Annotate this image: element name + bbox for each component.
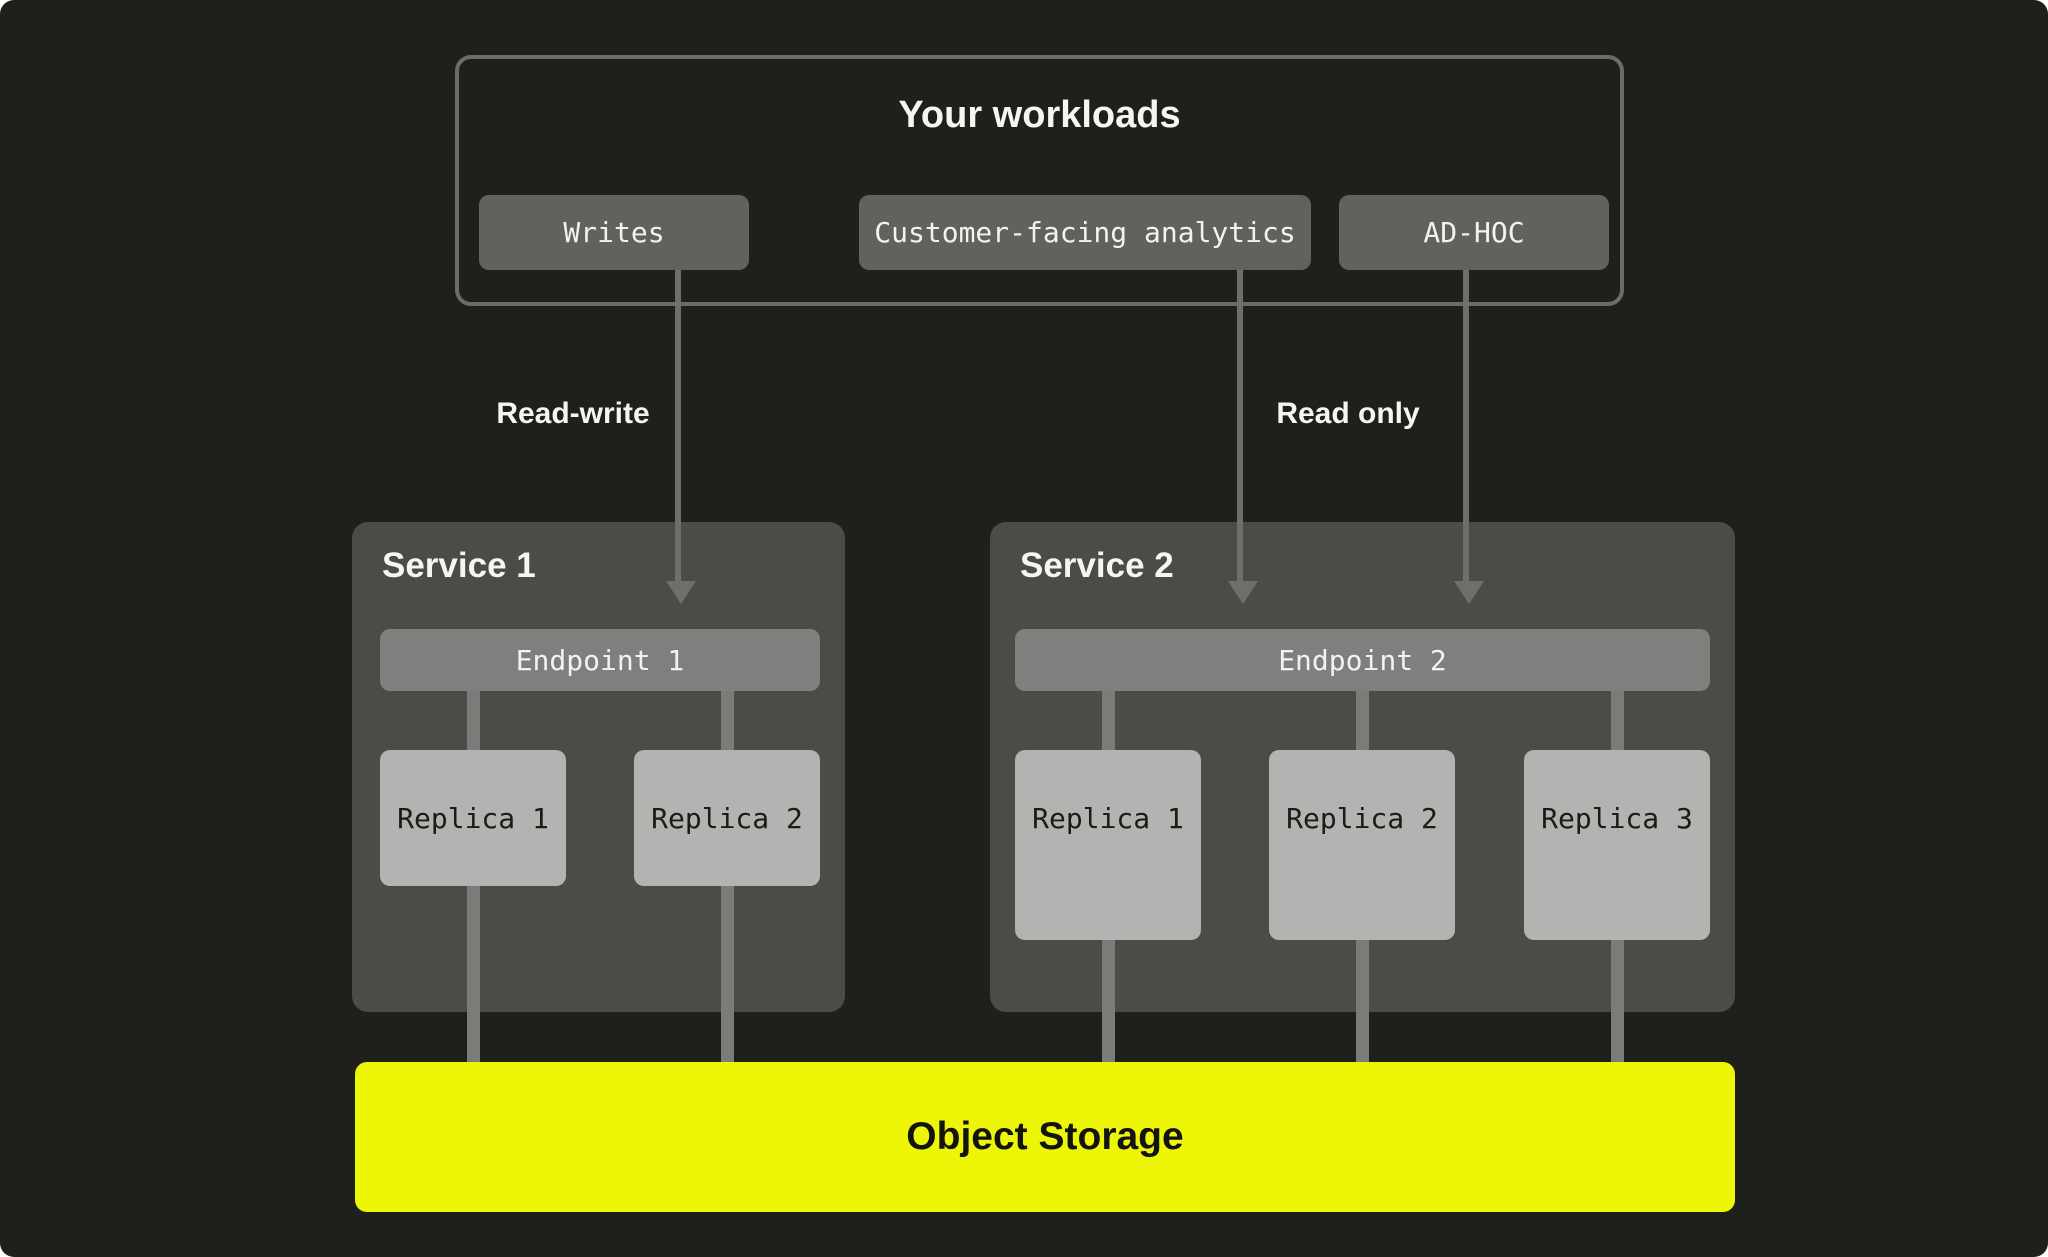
service-2-title: Service 2 xyxy=(1020,546,1174,585)
service-1-replica-2-node: Replica 2 xyxy=(634,750,820,886)
workload-writes-node: Writes xyxy=(479,195,749,270)
service-2-replica-1-node: Replica 1 xyxy=(1015,750,1201,940)
arrow-adhoc-to-endpoint2-line xyxy=(1463,270,1469,584)
workload-customer-facing-analytics-node: Customer-facing analytics xyxy=(859,195,1311,270)
service-1-endpoint-node: Endpoint 1 xyxy=(380,629,820,691)
workload-adhoc-node: AD-HOC xyxy=(1339,195,1609,270)
your-workloads-title: Your workloads xyxy=(898,94,1181,136)
service-1-replica-1-node: Replica 1 xyxy=(380,750,566,886)
your-workloads-group-box xyxy=(455,55,1624,306)
read-only-flow-label: Read only xyxy=(1276,397,1420,430)
arrow-adhoc-to-endpoint2-head-icon xyxy=(1454,581,1484,604)
service-2-replica-3-node: Replica 3 xyxy=(1524,750,1710,940)
service-2-replica-2-node: Replica 2 xyxy=(1269,750,1455,940)
service-2-replica-1-label: Replica 1 xyxy=(1032,801,1184,835)
read-write-flow-label: Read-write xyxy=(496,397,650,430)
arrow-writes-to-endpoint1-head-icon xyxy=(666,581,696,604)
service-1-replica-2-label: Replica 2 xyxy=(651,801,803,835)
service-1-replica-1-label: Replica 1 xyxy=(397,801,549,835)
service-2-endpoint-node: Endpoint 2 xyxy=(1015,629,1710,691)
service-1-title: Service 1 xyxy=(382,546,536,585)
service-2-replica-3-label: Replica 3 xyxy=(1541,801,1693,835)
arrow-writes-to-endpoint1-line xyxy=(675,270,681,584)
arrow-analytics-to-endpoint2-head-icon xyxy=(1228,581,1258,604)
service-2-replica-2-label: Replica 2 xyxy=(1286,801,1438,835)
arrow-analytics-to-endpoint2-line xyxy=(1237,270,1243,584)
object-storage-node: Object Storage xyxy=(355,1062,1735,1212)
